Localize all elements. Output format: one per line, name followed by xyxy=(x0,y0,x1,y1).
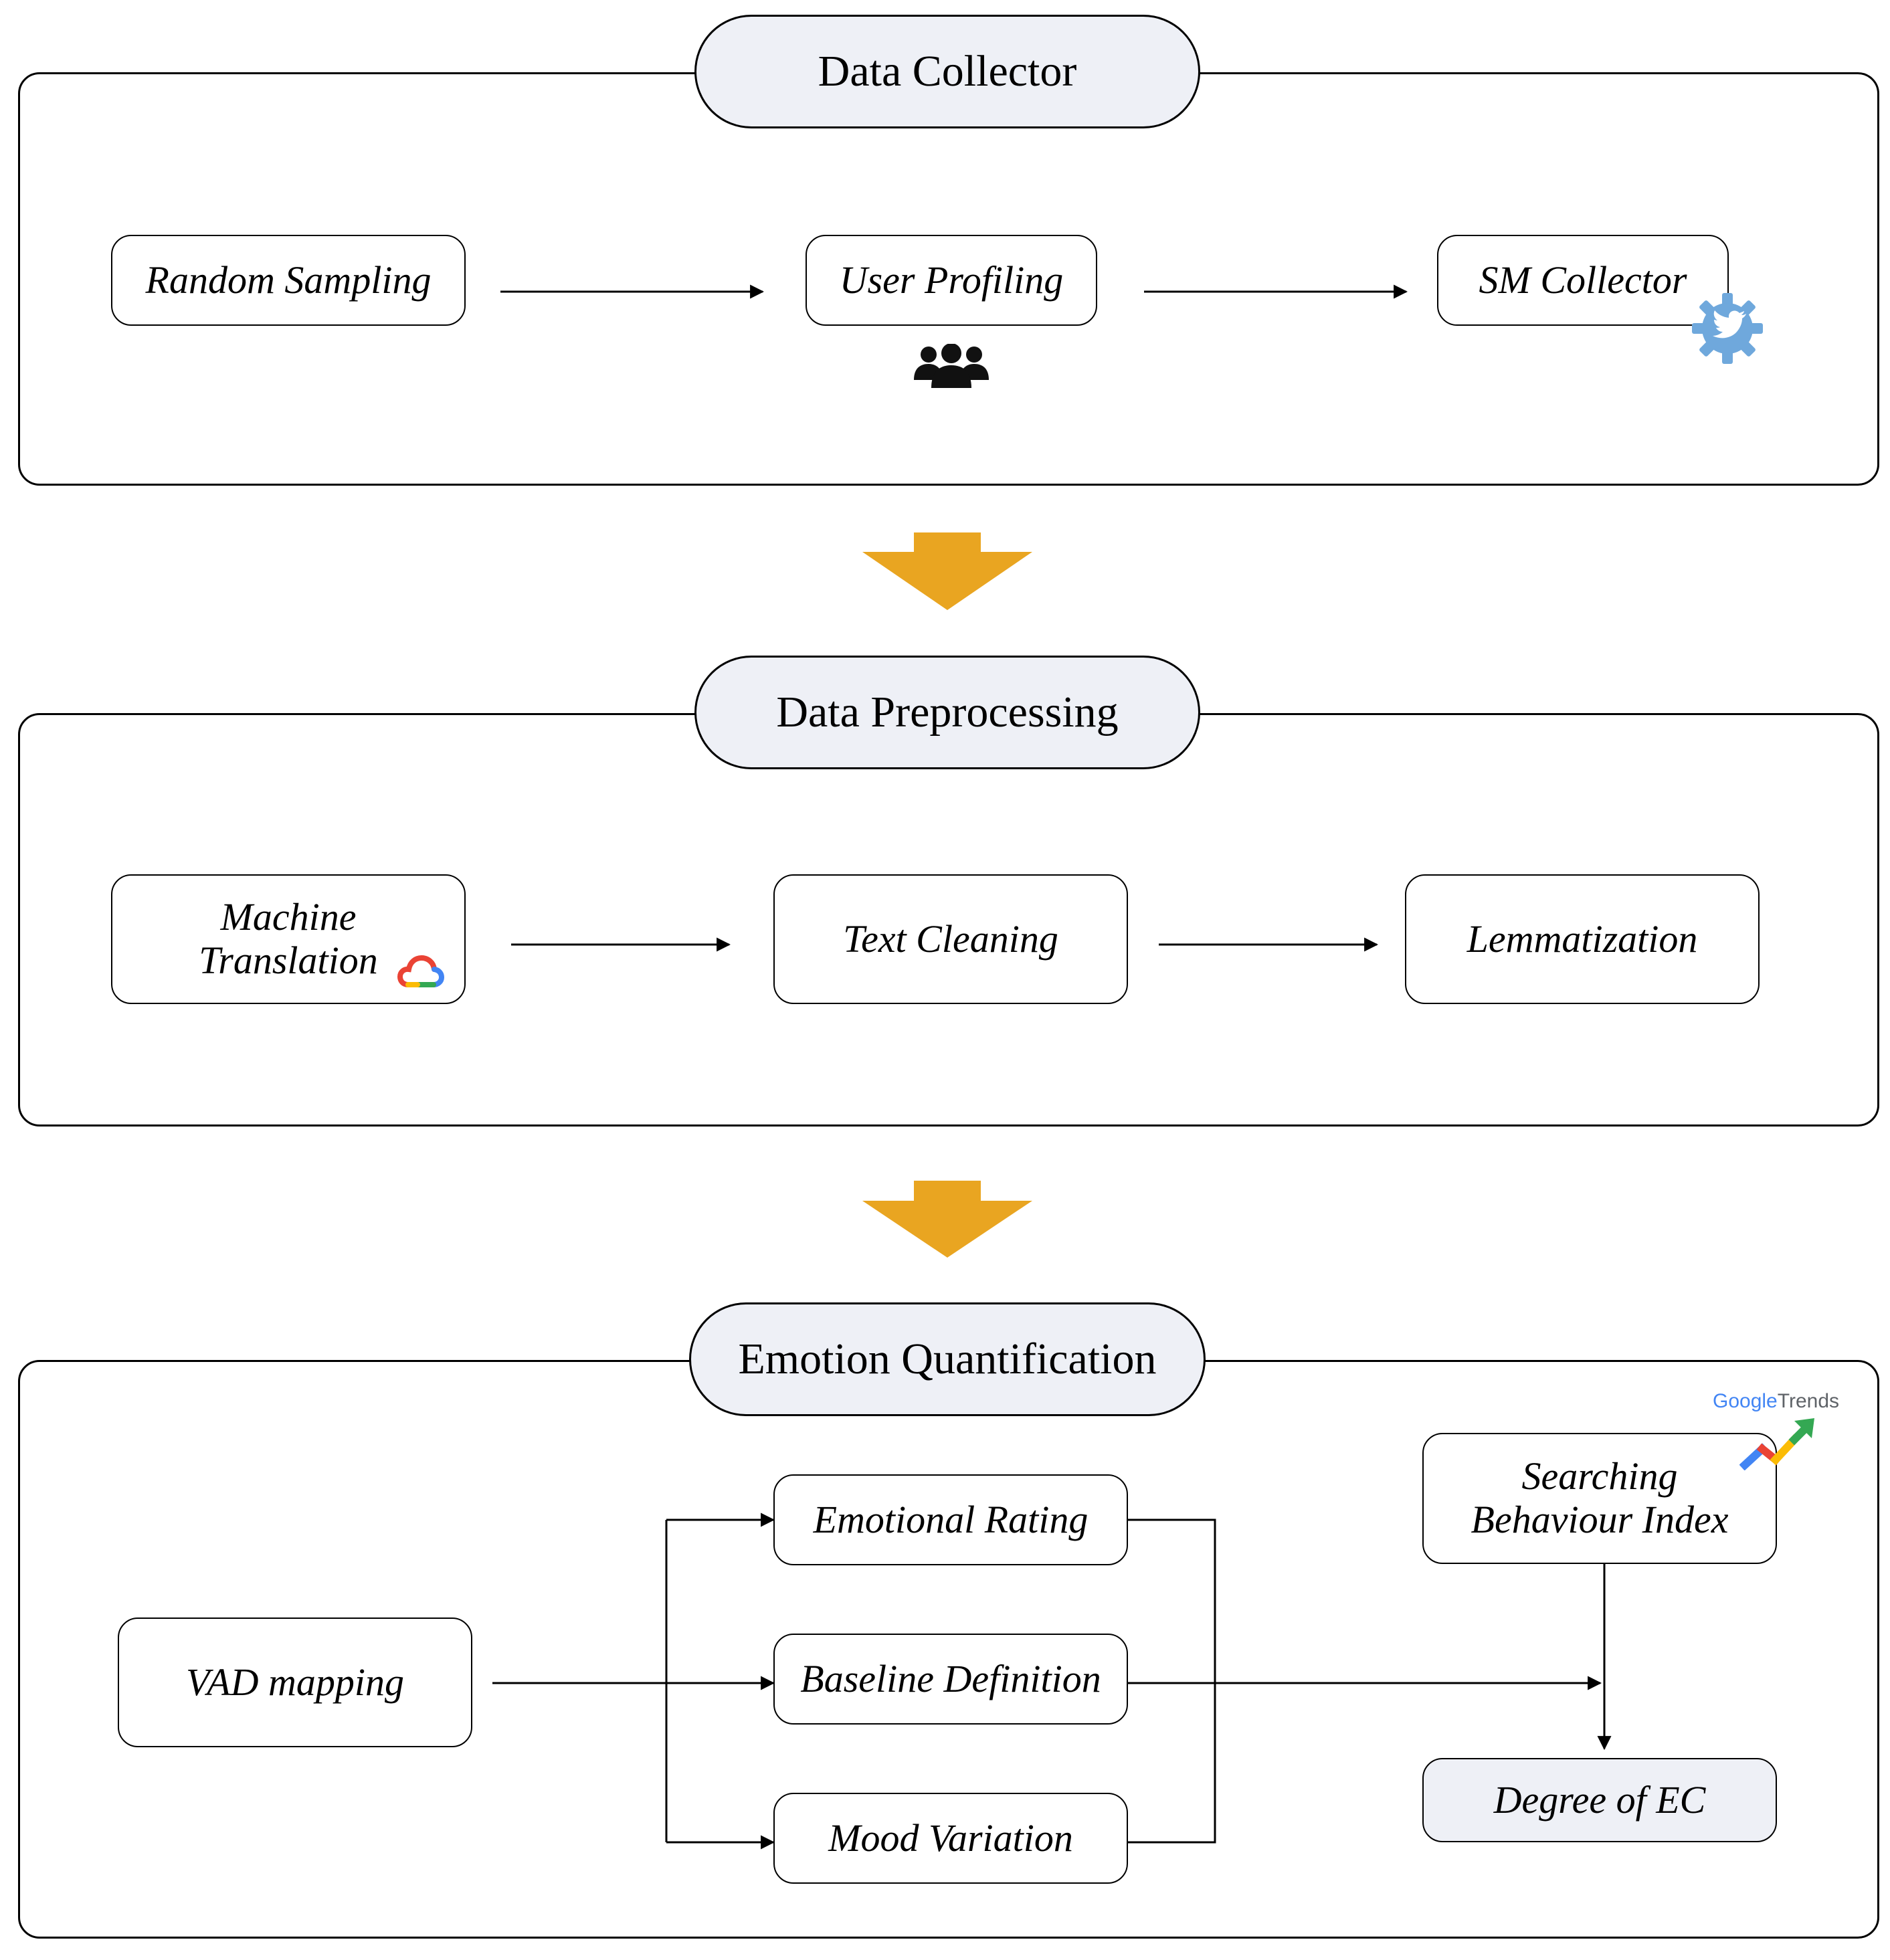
section-title-emotion-quantification: Emotion Quantification xyxy=(689,1302,1206,1416)
node-searching-behaviour-index: Searching Behaviour Index xyxy=(1422,1433,1777,1564)
google-trends-logo: GoogleTrends xyxy=(1713,1390,1839,1413)
node-text-cleaning: Text Cleaning xyxy=(773,874,1128,1004)
node-mood-variation: Mood Variation xyxy=(773,1793,1128,1884)
node-emotional-rating: Emotional Rating xyxy=(773,1474,1128,1565)
right-bracket xyxy=(1128,1518,1216,1844)
flow-arrow-1 xyxy=(862,532,1032,610)
twitter-gear-icon xyxy=(1692,293,1763,364)
trends-wordmark: Trends xyxy=(1777,1390,1840,1412)
machine-translation-line-2: Translation xyxy=(199,939,378,982)
node-sm-collector: SM Collector xyxy=(1437,235,1729,326)
machine-translation-line-1: Machine xyxy=(220,895,357,939)
flow-arrow-2 xyxy=(862,1181,1032,1258)
google-wordmark: Google xyxy=(1713,1390,1778,1412)
node-lemmatization: Lemmatization xyxy=(1405,874,1760,1004)
node-random-sampling: Random Sampling xyxy=(111,235,466,326)
node-user-profiling: User Profiling xyxy=(806,235,1097,326)
sbi-line-1: Searching xyxy=(1521,1454,1678,1498)
google-trends-arrow-icon xyxy=(1739,1418,1814,1470)
section-title-data-preprocessing: Data Preprocessing xyxy=(694,656,1200,769)
node-degree-of-ec: Degree of EC xyxy=(1422,1758,1777,1842)
node-baseline-definition: Baseline Definition xyxy=(773,1634,1128,1725)
users-icon xyxy=(914,344,989,388)
sbi-line-2: Behaviour Index xyxy=(1471,1498,1729,1541)
node-vad-mapping: VAD mapping xyxy=(118,1618,472,1747)
section-title-data-collector: Data Collector xyxy=(694,15,1200,128)
google-cloud-icon xyxy=(397,955,444,987)
